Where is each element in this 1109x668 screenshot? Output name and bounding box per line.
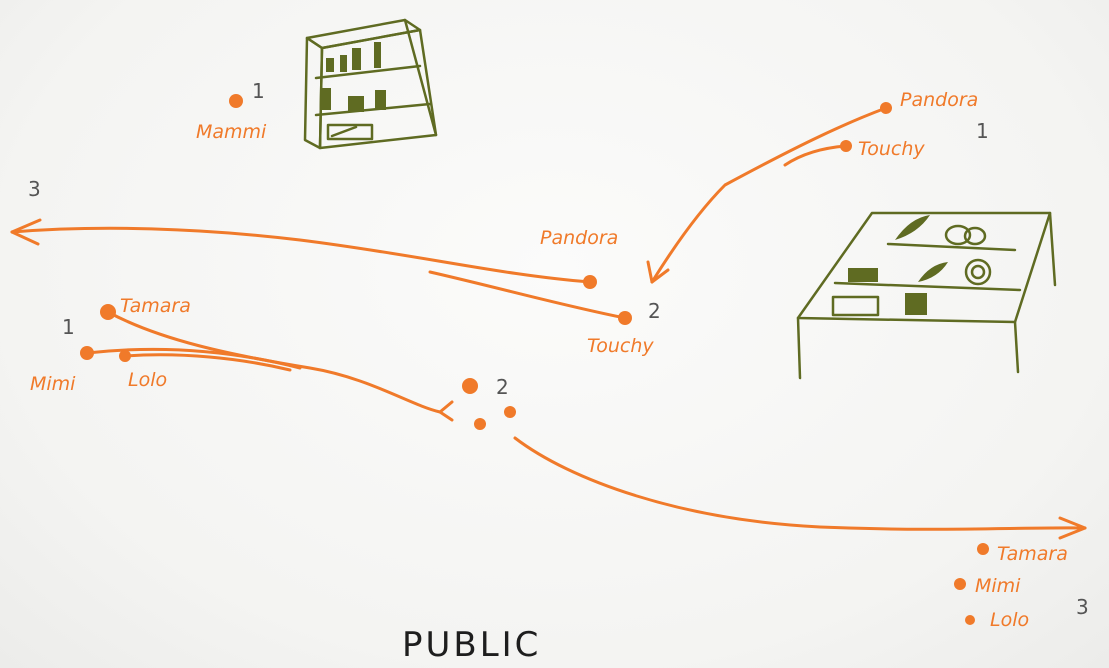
label-touchy-top: Touchy <box>858 138 925 160</box>
dot-mimi-left <box>80 346 94 360</box>
step-far-left: 3 <box>28 177 41 201</box>
step-left-group: 1 <box>62 315 75 339</box>
dot-center-2 <box>474 418 486 430</box>
step-center-group: 2 <box>496 375 509 399</box>
dot-center-1 <box>462 378 478 394</box>
dot-touchy-top <box>840 140 852 152</box>
name-labels: Mammi Pandora Touchy Pandora Touchy Tama… <box>30 89 1068 631</box>
dot-touchy-mid <box>618 311 632 325</box>
step-top-right: 1 <box>976 119 989 143</box>
label-pandora-top: Pandora <box>900 89 978 111</box>
dot-pandora-top <box>880 102 892 114</box>
dot-lolo-right <box>965 615 975 625</box>
path-to-far-left <box>10 226 592 284</box>
label-touchy-mid: Touchy <box>587 335 654 357</box>
produce-table-icon <box>796 211 1057 380</box>
label-tamara-right: Tamara <box>997 543 1068 565</box>
path-top-right-group <box>650 106 888 284</box>
label-lolo-left: Lolo <box>128 369 167 391</box>
step-numbers: 1 1 3 2 1 2 3 <box>28 79 1089 619</box>
label-mimi-right: Mimi <box>975 575 1021 597</box>
label-tamara-left: Tamara <box>120 295 191 317</box>
dot-lolo-left <box>119 350 131 362</box>
label-mammi: Mammi <box>196 121 267 143</box>
dot-mimi-right <box>954 578 966 590</box>
step-bottom-right: 3 <box>1076 595 1089 619</box>
path-to-bottom-right <box>513 436 1087 531</box>
dot-tamara-right <box>977 543 989 555</box>
dot-pandora-mid <box>583 275 597 289</box>
label-lolo-right: Lolo <box>990 609 1029 631</box>
path-left-group <box>106 310 442 414</box>
movement-paths <box>10 106 1087 540</box>
step-mammi: 1 <box>252 79 265 103</box>
label-mimi-left: Mimi <box>30 373 76 395</box>
dot-mammi <box>229 94 243 108</box>
dot-center-3 <box>504 406 516 418</box>
dot-tamara-left <box>100 304 116 320</box>
diagram-title: PUBLIC <box>402 625 541 665</box>
label-pandora-mid: Pandora <box>540 227 618 249</box>
step-touchy: 2 <box>648 299 661 323</box>
person-markers <box>80 94 989 625</box>
vending-shelf-icon <box>303 18 438 150</box>
